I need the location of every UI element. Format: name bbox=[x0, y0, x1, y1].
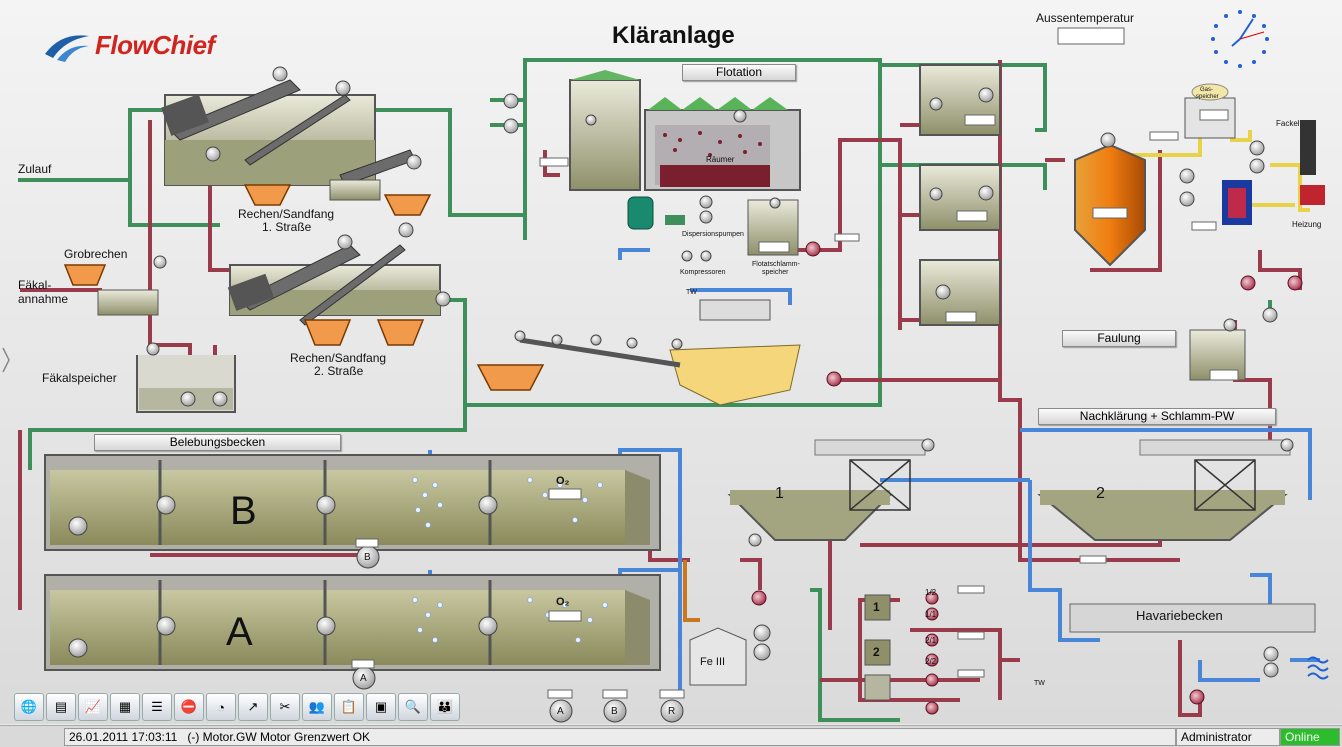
pump-a-label: A bbox=[360, 673, 367, 684]
table-icon[interactable]: ▦ bbox=[110, 693, 140, 721]
rechen-sandfang-1 bbox=[161, 79, 416, 201]
analog-clock bbox=[1211, 10, 1269, 68]
clarifier-1-label: 1 bbox=[775, 485, 784, 502]
status-online-badge: Online bbox=[1280, 728, 1340, 746]
label-rechen1-a: Rechen/Sandfang bbox=[238, 207, 335, 221]
flotation-button[interactable]: Flotation bbox=[682, 64, 796, 81]
label-zulauf: Zulauf bbox=[18, 162, 52, 176]
alarm-icon[interactable]: ⛔ bbox=[174, 693, 204, 721]
rechen-sandfang-2 bbox=[227, 244, 441, 326]
label-havariebecken: Havariebecken bbox=[1136, 608, 1223, 623]
label-faekalspeicher: Fäkalspeicher bbox=[42, 371, 117, 385]
sludge-press bbox=[519, 299, 801, 406]
process-diagram bbox=[18, 10, 1329, 723]
status-message: (-) Motor.GW Motor Grenzwert OK bbox=[187, 730, 371, 744]
flowchief-swoosh-icon bbox=[45, 35, 89, 62]
label-grobrechen: Grobrechen bbox=[64, 247, 128, 261]
toolbar: 🌐 ▤ 📈 ▦ ☰ ⛔ ◔ ↗ ✂ 👥 📋 ▣ 🔍 👪 bbox=[14, 693, 460, 721]
label-heizung: Heizung bbox=[1292, 220, 1322, 229]
label-fe3: Fe III bbox=[700, 656, 726, 668]
gauge-icon[interactable]: ◔ bbox=[206, 693, 236, 721]
valve-label-1: 1/2 bbox=[925, 588, 937, 597]
aeration-basins bbox=[44, 454, 661, 671]
basin-a-label: A bbox=[226, 610, 253, 654]
belebungsbecken-button[interactable]: Belebungsbecken bbox=[94, 434, 341, 451]
group-icon[interactable]: 👪 bbox=[430, 693, 460, 721]
bottom-marker-r: R bbox=[668, 706, 676, 717]
page-title: Kläranlage bbox=[612, 22, 735, 49]
o2-label-a: O₂ bbox=[556, 596, 570, 608]
search-icon[interactable]: 🔍 bbox=[398, 693, 428, 721]
status-user: Administrator bbox=[1176, 728, 1280, 746]
label-annahme: annahme bbox=[18, 292, 69, 306]
flotation-particles bbox=[663, 131, 762, 157]
side-panel-toggle[interactable] bbox=[0, 330, 12, 390]
sludge-station-2-label: 2 bbox=[873, 645, 880, 659]
label-rechen1-b: 1. Straße bbox=[262, 220, 312, 234]
pumps[interactable] bbox=[751, 241, 1303, 715]
valve-label-4: 2/2 bbox=[925, 657, 937, 666]
fe3-tank bbox=[689, 627, 747, 686]
label-dispersionspumpen: Dispersionspumpen bbox=[682, 231, 744, 238]
monitor-icon[interactable]: ▣ bbox=[366, 693, 396, 721]
clarifiers bbox=[727, 439, 1291, 541]
label-aussentemperatur: Aussentemperatur bbox=[1036, 11, 1135, 25]
label-faekal: Fäkal- bbox=[18, 278, 52, 292]
globe-icon[interactable]: 🌐 bbox=[14, 693, 44, 721]
faulung-button[interactable]: Faulung bbox=[1062, 330, 1176, 347]
pump-b-label: B bbox=[364, 552, 371, 563]
label-raeumer: Räumer bbox=[706, 155, 735, 164]
label-tw-2: TW bbox=[1034, 680, 1045, 687]
label-flotatschlamm-2: speicher bbox=[762, 269, 789, 276]
logo-text: FlowChief bbox=[95, 30, 215, 60]
nachklaerung-button[interactable]: Nachklärung + Schlamm-PW bbox=[1038, 408, 1276, 425]
status-message-field: 26.01.2011 17:03:11 (-) Motor.GW Motor G… bbox=[64, 728, 1176, 746]
status-timestamp: 26.01.2011 17:03:11 bbox=[69, 730, 178, 744]
sludge-station-1-label: 1 bbox=[873, 600, 880, 614]
bottom-marker-b: B bbox=[611, 706, 618, 717]
digester bbox=[1074, 83, 1325, 381]
aeration-bubbles bbox=[412, 477, 608, 643]
numbered-pumps[interactable] bbox=[180, 93, 1279, 723]
list-icon[interactable]: ☰ bbox=[142, 693, 172, 721]
havariebecken-tank bbox=[1069, 603, 1316, 633]
valve-label-2: 1/1 bbox=[925, 610, 937, 619]
label-flotatschlamm-1: Flotatschlamm- bbox=[752, 261, 800, 268]
label-tw-1: TW bbox=[686, 289, 697, 296]
flotation-unit bbox=[569, 70, 801, 256]
valve-label-3: 2/1 bbox=[925, 636, 937, 645]
clarifier-2-label: 2 bbox=[1096, 485, 1105, 502]
orange-pipes bbox=[683, 560, 700, 622]
o2-label-b: O₂ bbox=[556, 475, 570, 487]
trend-icon[interactable]: ↗ bbox=[238, 693, 268, 721]
label-rechen2-a: Rechen/Sandfang bbox=[290, 351, 387, 365]
label-fackel: Fackel bbox=[1276, 119, 1300, 128]
label-kompressoren: Kompressoren bbox=[680, 269, 726, 276]
value-boxes bbox=[351, 27, 1239, 699]
label-rechen2-b: 2. Straße bbox=[314, 364, 364, 378]
chart-icon[interactable]: 📈 bbox=[78, 693, 108, 721]
report-icon[interactable]: ▤ bbox=[46, 693, 76, 721]
users-icon[interactable]: 👥 bbox=[302, 693, 332, 721]
outflow-waves bbox=[1307, 656, 1329, 680]
notes-icon[interactable]: 📋 bbox=[334, 693, 364, 721]
sludge-pump-stations bbox=[864, 594, 891, 701]
motors[interactable] bbox=[68, 66, 1294, 658]
basin-b-label: B bbox=[230, 489, 257, 533]
label-gasspeicher-2: speicher bbox=[1196, 94, 1219, 100]
bottom-marker-a: A bbox=[557, 706, 564, 717]
status-bar: 26.01.2011 17:03:11 (-) Motor.GW Motor G… bbox=[0, 725, 1342, 747]
label-gasspeicher-1: Gas- bbox=[1200, 87, 1214, 93]
process-canvas: FlowChief Kläranlage Zulauf Grobrechen F… bbox=[0, 0, 1342, 724]
containers bbox=[63, 184, 545, 391]
flowchief-logo: FlowChief bbox=[43, 28, 253, 64]
tools-icon[interactable]: ✂ bbox=[270, 693, 300, 721]
